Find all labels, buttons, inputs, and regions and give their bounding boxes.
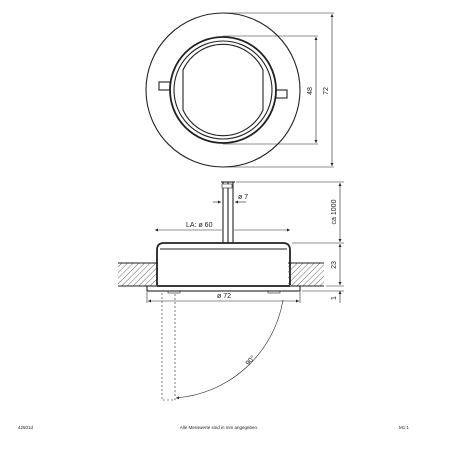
swing-arc bbox=[175, 299, 284, 400]
flange bbox=[146, 285, 301, 292]
top-view: 48 72 bbox=[145, 12, 334, 168]
dim-swing-angle: 90° bbox=[244, 354, 257, 367]
dim-flange: 1 bbox=[331, 296, 338, 300]
swing-bezel bbox=[161, 293, 176, 401]
dim-cutout: LA: ø 60 bbox=[186, 222, 213, 229]
footer-scale: M1:1 bbox=[399, 425, 410, 430]
bezel-inner bbox=[173, 40, 273, 140]
lamp-aperture bbox=[182, 43, 264, 137]
ceiling-right bbox=[288, 263, 324, 286]
ceiling-left bbox=[118, 263, 158, 286]
dim-height: 23 bbox=[331, 261, 338, 269]
dim-top-inner: 48 bbox=[307, 87, 314, 95]
dim-top-outer: 72 bbox=[323, 87, 330, 95]
right-clip bbox=[275, 89, 288, 99]
dim-cable: ø 7 bbox=[238, 194, 248, 201]
dim-bottom-diameter: ø 72 bbox=[217, 293, 231, 300]
left-clip bbox=[158, 81, 171, 91]
footer: 42501d Alle Messwerte sind in mm angegeb… bbox=[18, 425, 409, 430]
side-view: ø 7 LA: ø 60 ø 72 ca 1000 23 bbox=[118, 181, 344, 401]
bezel-outer bbox=[169, 36, 277, 144]
housing bbox=[156, 242, 291, 285]
dim-cable-length: ca 1000 bbox=[331, 199, 338, 224]
footer-code: 42501d bbox=[18, 425, 34, 430]
footer-note: Alle Messwerte sind in mm angegeben. bbox=[180, 425, 259, 430]
